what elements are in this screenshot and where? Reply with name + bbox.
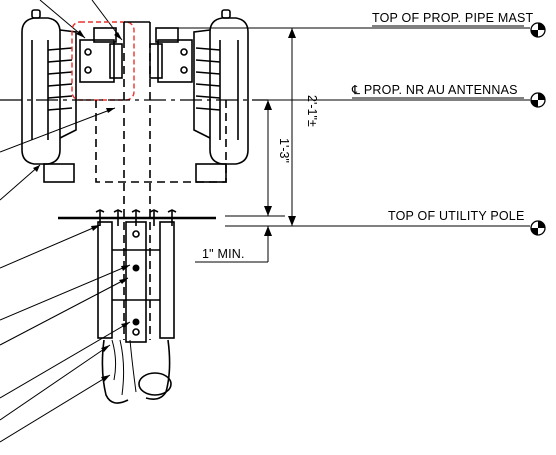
antenna-fins: [47, 47, 73, 111]
label-top-of-pole: TOP OF UTILITY POLE: [388, 209, 524, 223]
bolt: [132, 264, 140, 272]
bolt: [132, 328, 140, 336]
pole-end: [138, 372, 172, 396]
leader-arrow: [114, 32, 122, 40]
leader-line: [0, 277, 129, 346]
antenna-hidden-outline: [95, 100, 227, 183]
pole-outline: [101, 339, 129, 404]
bracket-plate: [157, 39, 193, 83]
dimension-arrow: [264, 226, 272, 236]
dimension-min: [195, 226, 272, 263]
dimension-arrow: [264, 100, 272, 110]
antenna-rib: [219, 40, 239, 140]
antenna-fins: [195, 47, 221, 111]
dimension-arrow: [288, 28, 296, 38]
clamp-center: [125, 221, 147, 343]
pole-top-plate: [58, 209, 216, 226]
antenna-rib: [31, 40, 49, 140]
right-antenna: [193, 9, 249, 183]
leader-arrow: [106, 108, 115, 113]
dimension-overall: [288, 28, 296, 226]
antenna-side: [193, 29, 211, 139]
leader-line: [0, 264, 131, 321]
leader-line: [0, 321, 131, 399]
leader-line: [0, 224, 101, 269]
leader-arrow: [76, 30, 85, 38]
clamp: [109, 43, 123, 79]
bolt: [84, 66, 92, 74]
antenna-foot: [195, 163, 227, 183]
dimension-arrow: [288, 216, 296, 226]
leader-arrow: [33, 165, 40, 172]
mount-bracket-left: [79, 27, 123, 83]
elevation-marker-mast: [530, 22, 546, 38]
antenna-foot: [43, 163, 75, 183]
dimension-arrow: [264, 206, 272, 216]
pole-outline: [145, 339, 171, 400]
clamp-leg: [97, 221, 113, 339]
mount-bracket-right: [149, 27, 193, 83]
dimension-text-antenna-center: 1'-3": [277, 138, 291, 163]
utility-pole: [101, 339, 172, 404]
leader-line: [0, 107, 116, 153]
label-top-of-mast: TOP OF PROP. PIPE MAST: [372, 11, 534, 25]
clamp-leg: [159, 221, 175, 339]
dimension-text-overall: 2'-1"±: [305, 95, 319, 127]
antenna-side: [59, 29, 77, 139]
leader-line: [0, 164, 41, 201]
clamp: [149, 43, 163, 79]
wood-grain: [111, 339, 137, 396]
pipe-mast: [123, 21, 151, 340]
antenna-housing: [21, 17, 61, 165]
elevation-marker-pole: [530, 220, 546, 236]
bolt: [132, 230, 140, 238]
antenna-cap: [221, 9, 231, 19]
label-min-clearance: 1" MIN.: [202, 247, 245, 261]
label-center-antennas: ℄ PROP. NR AU ANTENNAS: [351, 83, 518, 97]
bolt: [84, 48, 92, 56]
dimension-antenna-center: [264, 100, 272, 216]
left-antenna: [21, 9, 77, 183]
antenna-housing: [209, 17, 249, 165]
bolt: [180, 48, 188, 56]
bracket-top: [93, 27, 117, 43]
bolt: [132, 318, 140, 326]
pole-clamp: [97, 221, 175, 343]
elevation-lines: [165, 27, 530, 227]
leader-line: [39, 0, 86, 39]
bracket-plate: [79, 39, 115, 83]
elevation-marker-antenna: [530, 92, 546, 108]
leader-line: [0, 344, 111, 421]
leader-line: [0, 374, 111, 443]
antenna-cap: [31, 9, 41, 19]
bolt: [180, 66, 188, 74]
